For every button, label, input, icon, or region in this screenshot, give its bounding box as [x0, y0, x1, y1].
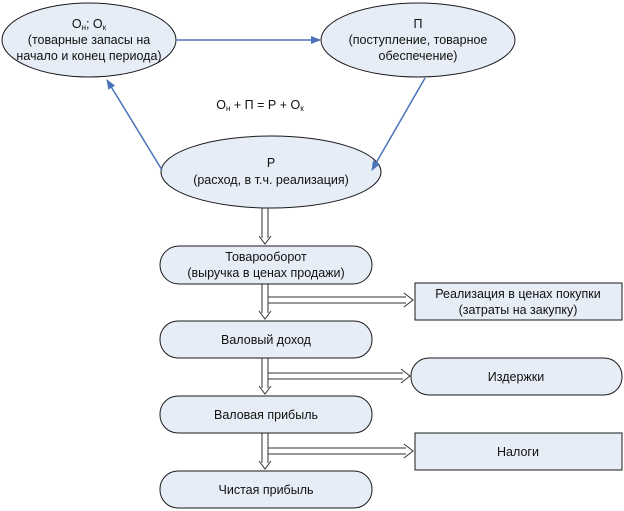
node-gross-profit: Валовая прибыль — [159, 395, 373, 434]
stocks-line1: (товарные запасы на — [28, 33, 150, 47]
stocks-title: Он; Ок — [72, 17, 107, 32]
purchase-cost-line2: (затраты на закупку) — [459, 303, 578, 317]
expense-line1: (расход, в т.ч. реализация) — [193, 173, 349, 187]
node-gross-income: Валовый доход — [159, 320, 373, 359]
turnover-line2: (выручка в ценах продажи) — [187, 266, 344, 280]
arrow-right-2 — [268, 368, 411, 384]
double-arrows — [258, 208, 414, 470]
costs-label: Издержки — [488, 370, 544, 384]
stocks-line2: начало и конец периода) — [16, 49, 161, 63]
gross-income-label: Валовый доход — [221, 333, 312, 347]
receipt-line2: обеспечение) — [379, 49, 458, 63]
arrow-right-3 — [268, 443, 414, 459]
node-net-profit: Чистая прибыль — [159, 470, 373, 509]
arrow-receipt-to-expense — [371, 77, 426, 171]
net-profit-label: Чистая прибыль — [219, 483, 314, 497]
purchase-cost-line1: Реализация в ценах покупки — [435, 287, 601, 301]
arrow-down-3 — [258, 358, 272, 395]
expense-title: Р — [267, 156, 275, 170]
arrow-right-1 — [268, 292, 414, 308]
taxes-label: Налоги — [497, 445, 539, 459]
balance-formula: Он + П = Р + Ок — [216, 98, 304, 113]
node-taxes: Налоги — [414, 432, 623, 471]
arrow-down-2 — [258, 284, 272, 320]
arrow-down-4 — [258, 433, 272, 470]
node-receipt: П (поступление, товарное обеспечение) — [320, 2, 516, 78]
arrow-expense-to-stocks — [106, 79, 163, 171]
node-expense: Р (расход, в т.ч. реализация) — [160, 135, 382, 209]
receipt-line1: (поступление, товарное — [349, 33, 488, 47]
node-costs: Издержки — [410, 357, 623, 396]
node-purchase-cost: Реализация в ценах покупки (затраты на з… — [414, 282, 623, 321]
gross-profit-label: Валовая прибыль — [214, 408, 318, 422]
turnover-line1: Товарооборот — [225, 250, 307, 264]
receipt-title: П — [414, 17, 423, 31]
node-stocks: Он; Ок (товарные запасы на начало и коне… — [1, 2, 177, 78]
node-turnover: Товарооборот (выручка в ценах продажи) — [159, 245, 373, 285]
arrow-down-1 — [258, 208, 272, 245]
